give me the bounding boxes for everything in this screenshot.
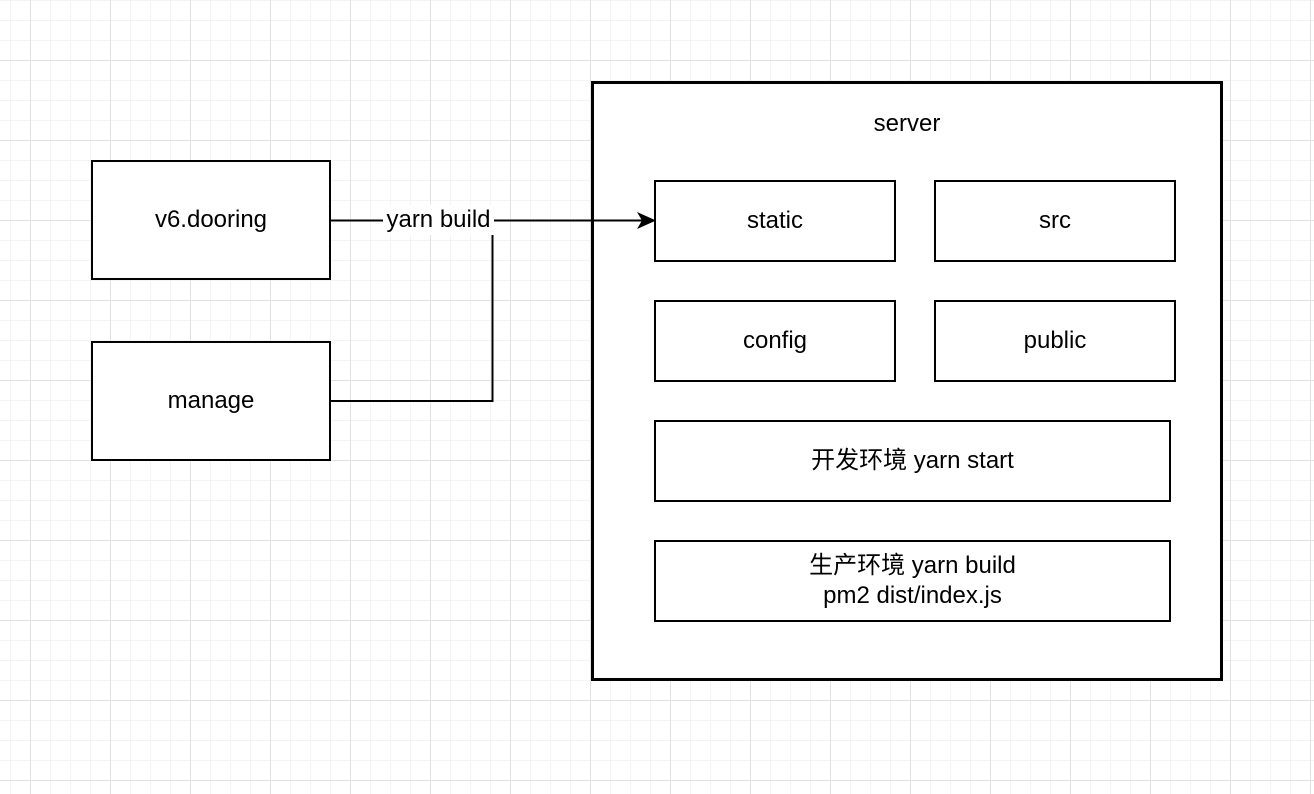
node-dev-env-label: 开发环境 yarn start: [811, 447, 1014, 474]
edge-manage-to-build-arrow[interactable]: [331, 219, 494, 402]
node-prod-env[interactable]: 生产环境 yarn build pm2 dist/index.js: [654, 540, 1171, 622]
node-static-label: static: [746, 207, 803, 234]
node-prod-env-label-line2: pm2 dist/index.js: [823, 582, 1002, 609]
node-v6-dooring[interactable]: v6.dooring: [91, 160, 331, 280]
node-dev-env[interactable]: 开发环境 yarn start: [654, 420, 1171, 502]
node-manage-label: manage: [167, 387, 255, 414]
node-static[interactable]: static: [654, 180, 896, 262]
node-config[interactable]: config: [654, 300, 896, 382]
edge-label-yarn-build[interactable]: yarn build: [383, 205, 494, 235]
node-src[interactable]: src: [934, 180, 1176, 262]
node-v6-dooring-label: v6.dooring: [154, 206, 268, 233]
node-prod-env-label-line1: 生产环境 yarn build: [809, 552, 1016, 579]
node-config-label: config: [742, 327, 808, 354]
node-public[interactable]: public: [934, 300, 1176, 382]
node-public-label: public: [1023, 327, 1087, 354]
node-server-label: server: [873, 110, 941, 137]
node-manage[interactable]: manage: [91, 341, 331, 461]
node-src-label: src: [1039, 207, 1071, 234]
arrow-head-icon: [637, 212, 656, 229]
